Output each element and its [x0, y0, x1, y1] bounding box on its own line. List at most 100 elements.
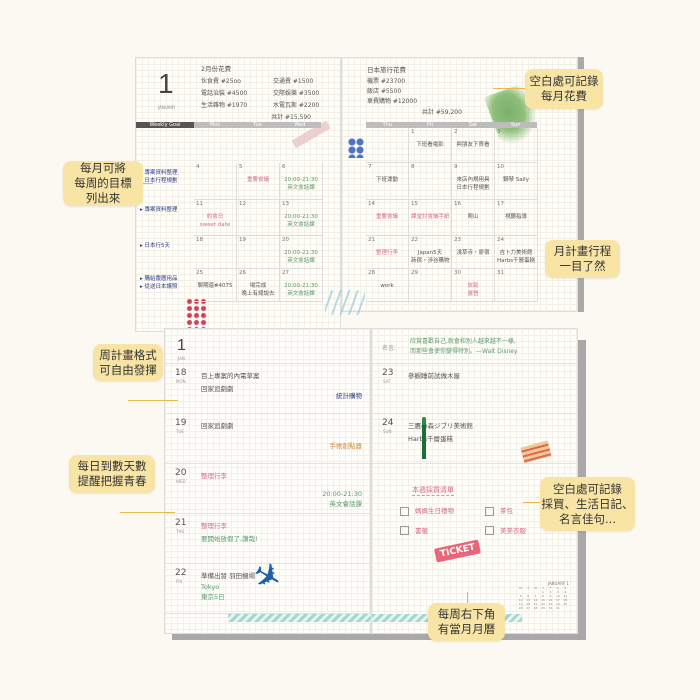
weekday-label: Sun [510, 122, 521, 128]
callout-line: 空白處可記錄 [553, 481, 622, 496]
day-note: 手帳創點器 [329, 442, 363, 450]
day-entry: 整理行李 [201, 522, 227, 530]
callout-line: 有當月月曆 [437, 622, 496, 636]
day-entry: 要開始放假了,讚哉! [201, 535, 258, 543]
expense-item: 車費購物 #12000 [367, 98, 418, 105]
day-note: 20:00-21:30 英文會話課 [322, 490, 362, 508]
day-number: 7 [368, 164, 372, 170]
mini-calendar-day: 15 [541, 598, 545, 602]
calendar-day-cell[interactable]: 27 20:00-21:30 英文會話課 [280, 269, 323, 302]
rain-doodle [325, 290, 365, 315]
checkbox[interactable] [485, 526, 494, 535]
callout-leader-line [143, 183, 153, 184]
mini-calendar-day: 30 [548, 606, 553, 610]
quote-text: 欣賞喜歡自己,就會和別人越來越不一樣, 而那些會使你變得特別。—Walt Dis… [410, 338, 518, 355]
checkbox[interactable] [400, 526, 409, 535]
shopping-item[interactable]: 書籤 [400, 525, 485, 535]
shopping-item[interactable]: 茶包 [485, 505, 570, 516]
calendar-day-cell[interactable]: 20 20:00-21:30 英文會話課 [280, 236, 323, 269]
calendar-day-cell[interactable]: 3 [495, 128, 538, 163]
callout-line: 周計畫格式 [99, 347, 157, 362]
day-entry: 20:00-21:30 英文會話課 [284, 283, 318, 297]
weekly-goal-item: ▸ 專案資料整理 [140, 207, 178, 213]
day-number: 27 [282, 270, 289, 276]
mini-calendar-weekday: M [519, 586, 522, 590]
day-entry: 與朋友下買看 [456, 142, 490, 148]
month-name: JANUARY [158, 105, 176, 110]
shopping-title: 本週採買清單 [412, 486, 454, 496]
day-weekday: THU [176, 529, 185, 534]
callout-line: 名言佳句... [559, 511, 616, 526]
day-entry: 來店內規用具 日本行程規劃 [456, 177, 490, 191]
day-entry: 20:00-21:30 英文會話課 [284, 250, 318, 264]
callout-leader-line [120, 512, 175, 513]
day-number: 24 [497, 237, 504, 243]
day-entry: 整理行李 [201, 472, 227, 480]
calendar-day-cell[interactable]: 31 [495, 269, 538, 302]
calendar-day-cell[interactable]: 12 [237, 200, 280, 236]
callout-line: 每周右下角 [437, 607, 496, 621]
day-entry: Tokyo 東京5日 [201, 583, 225, 601]
shopping-item[interactable]: 媽媽生日禮物 [400, 505, 485, 516]
day-entry: 下班看電影 [416, 142, 444, 148]
day-number: 20 [282, 237, 289, 243]
calendar-day-cell[interactable]: 18 [194, 236, 237, 269]
mini-calendar-day: 1 [542, 590, 544, 594]
mini-calendar-day: 3 [556, 590, 559, 594]
mini-calendar-day: 18 [563, 598, 568, 602]
calendar-day-cell[interactable]: 6 20:00-21:30 英文會話課 [280, 163, 323, 200]
monthly-book-shadow [578, 57, 584, 312]
day-date: 23 [382, 368, 394, 378]
day-entry: 20:00-21:30 英文會話課 [284, 177, 318, 191]
calendar-day-cell[interactable]: 7 下班運動 [366, 163, 409, 200]
ticket-sticker: TICKET [434, 539, 482, 563]
day-number: 3 [497, 129, 501, 135]
checkbox[interactable] [400, 506, 409, 516]
day-number: 18 [196, 237, 203, 243]
day-number: 4 [196, 164, 200, 170]
checkbox[interactable] [485, 506, 494, 516]
day-number: 19 [239, 237, 246, 243]
day-entry: 下班運動 [375, 177, 398, 183]
calendar-day-cell[interactable] [366, 128, 409, 163]
mini-calendar-day: 12 [518, 598, 523, 602]
mini-calendar-day: 17 [555, 598, 560, 602]
day-number: 6 [282, 164, 286, 170]
day-number: 29 [411, 270, 418, 276]
calendar-day-cell[interactable]: 8 [409, 163, 452, 200]
callout-weekly-goals: 每月可將每周的目標列出來 [63, 161, 143, 206]
callout-leader-line [467, 592, 468, 604]
shopping-item[interactable]: 美美衣服 [485, 525, 570, 535]
day-weekday: SUN [383, 429, 392, 434]
calendar-day-cell[interactable]: 19 [237, 236, 280, 269]
calendar-day-cell[interactable]: 29 [409, 269, 452, 302]
calendar-day-cell[interactable]: 4 [194, 163, 237, 200]
day-entry: 整理行李 [375, 250, 398, 256]
shopping-item-label: 書籤 [415, 526, 428, 535]
